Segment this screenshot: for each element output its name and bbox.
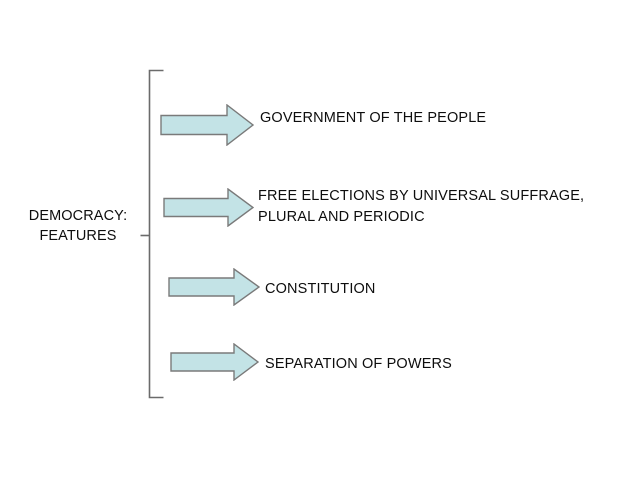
feature-label-constitution: CONSTITUTION [265,281,376,297]
root-label: DEMOCRACY: FEATURES [18,206,138,246]
feature-label-free-elections: FREE ELECTIONS BY UNIVERSAL SUFFRAGE, PL… [258,188,585,225]
root-label-line-2: FEATURES [39,228,117,244]
square-bracket [138,66,168,402]
arrow-icon-4 [170,343,259,381]
arrow-icon-3 [168,268,260,306]
feature-label-government-of-the-people: GOVERNMENT OF THE PEOPLE [260,110,487,126]
root-label-line-1: DEMOCRACY: [28,208,128,224]
bracket-outline [148,69,164,399]
feature-label-separation-of-powers: SEPARATION OF POWERS [265,356,452,372]
arrow-icon-1 [160,104,254,146]
arrow-icon-2 [163,188,254,227]
